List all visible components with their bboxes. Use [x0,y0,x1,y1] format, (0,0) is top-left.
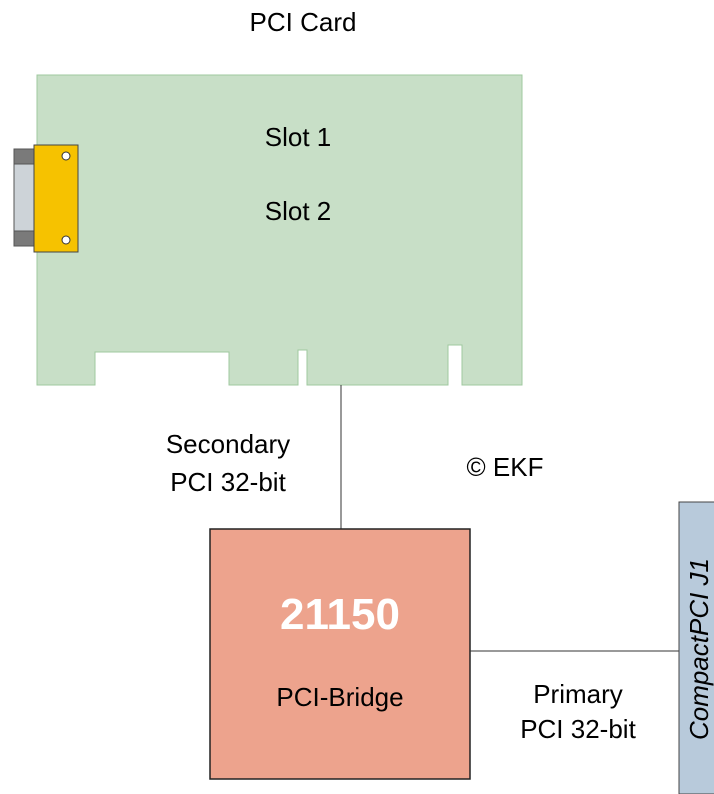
connector-port-bottom [13,230,35,247]
secondary-bus-label-line2: PCI 32-bit [170,467,286,497]
pci-card-board [36,74,523,386]
primary-bus-label-line1: Primary [533,679,623,709]
slot-2-label: Slot 2 [264,196,332,226]
copyright-label: © EKF [466,452,544,482]
bridge-chip-name: PCI-Bridge [276,682,404,712]
connector-port-top [13,148,35,165]
compactpci-connector [678,501,714,794]
pci-card-title: PCI Card [249,7,357,37]
primary-bus-label-line2: PCI 32-bit [520,714,636,744]
bridge-chip-number: 21150 [280,590,400,639]
slot-1-label: Slot 1 [264,122,332,152]
bracket-screw-bottom-icon [61,235,71,245]
compactpci-connector-label: CompactPCI J1 [684,557,714,741]
bracket-screw-top-icon [61,151,71,161]
secondary-bus-label-line1: Secondary [165,429,291,459]
connector-port-mid [13,163,35,232]
card-bracket [33,144,79,253]
bridge-chip [209,528,471,780]
